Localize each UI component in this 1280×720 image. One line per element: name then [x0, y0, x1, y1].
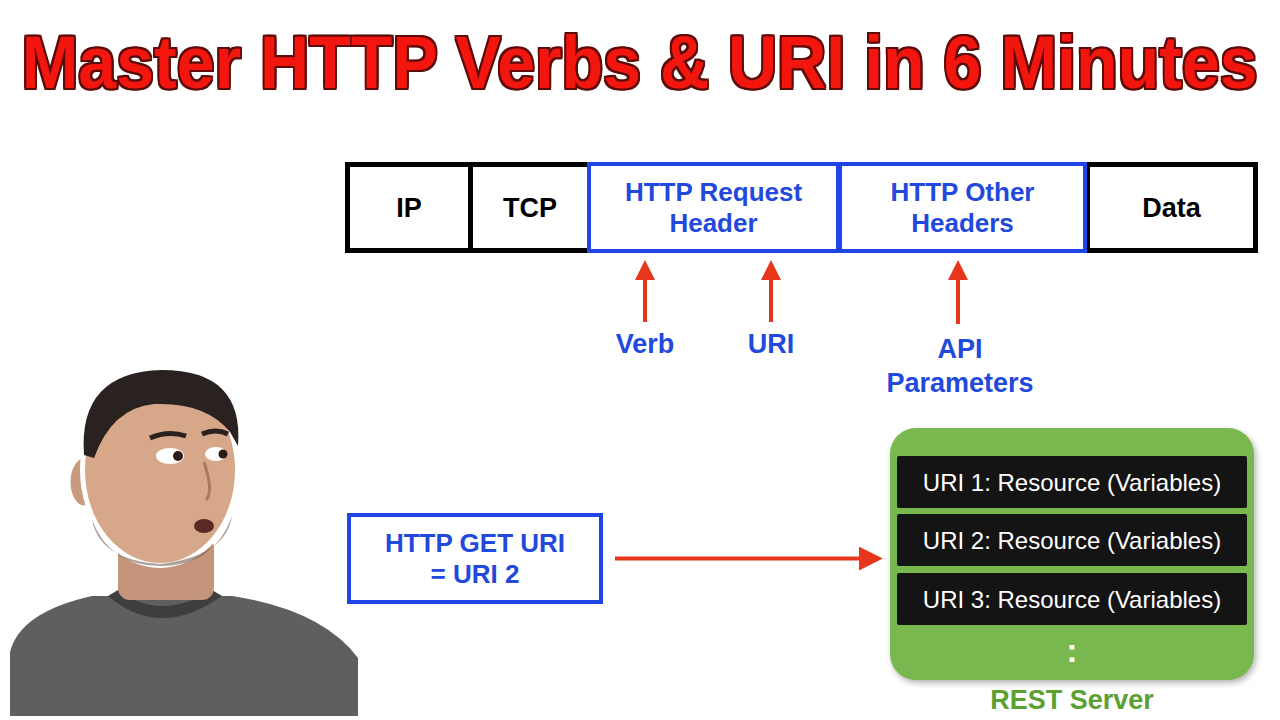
- pupil: [173, 451, 183, 461]
- box-label: HTTP Other Headers: [857, 177, 1069, 239]
- beard-shadow: [92, 516, 232, 566]
- eyebrow: [202, 431, 228, 434]
- presenter-figure: [4, 370, 366, 716]
- leader-line: [769, 276, 773, 322]
- server-panel: REST Server URI 1: Resource (Variables) UR…: [890, 428, 1254, 718]
- request-arrow: [615, 557, 878, 561]
- field-label: API Parameters: [880, 332, 1040, 400]
- box-label: URI 3: Resource (Variables): [923, 585, 1221, 614]
- box-label: Data: [1142, 192, 1201, 224]
- protocol-box: IP: [345, 162, 473, 253]
- diagram-title: Master HTTP Verbs & URI in 6 Minutes: [22, 20, 1258, 106]
- resource-bar: URI 2: Resource (Variables): [897, 514, 1247, 566]
- pupil: [219, 450, 228, 459]
- resource-bar: URI 1: Resource (Variables): [897, 456, 1247, 508]
- leader-arrows: [635, 260, 968, 324]
- eye: [205, 447, 227, 461]
- leader-line: [956, 276, 960, 324]
- panel-title: REST Server: [990, 684, 1154, 716]
- eye: [156, 448, 184, 464]
- box-label: URI 1: Resource (Variables): [923, 468, 1221, 497]
- leader-arrowhead: [948, 260, 968, 280]
- resource-bar: URI 3: Resource (Variables): [897, 573, 1247, 625]
- box-label: TCP: [503, 192, 557, 224]
- more-items-mark: :: [1052, 630, 1092, 670]
- title-bar: Master HTTP Verbs & URI in 6 Minutes: [0, 18, 1280, 108]
- hair: [84, 370, 239, 458]
- box-label: IP: [396, 192, 422, 224]
- field-label: URI: [721, 328, 821, 360]
- leader-arrowhead: [761, 260, 781, 280]
- field-label: Verb: [585, 328, 705, 360]
- box-label: HTTP Request Header: [608, 177, 820, 239]
- protocol-box: Data: [1085, 162, 1258, 253]
- header-box: HTTP Other Headers: [838, 162, 1087, 253]
- leader-arrowhead: [635, 260, 655, 280]
- figure-outline: [4, 588, 366, 716]
- protocol-box: TCP: [468, 162, 592, 253]
- box-label: HTTP GET URI = URI 2: [380, 528, 570, 590]
- mouth: [194, 519, 214, 533]
- eyebrow: [150, 433, 186, 438]
- request-box: HTTP GET URI = URI 2: [347, 513, 603, 604]
- header-box: HTTP Request Header: [587, 162, 840, 253]
- box-label: URI 2: Resource (Variables): [923, 526, 1221, 555]
- nose: [204, 462, 210, 500]
- leader-line: [643, 276, 647, 322]
